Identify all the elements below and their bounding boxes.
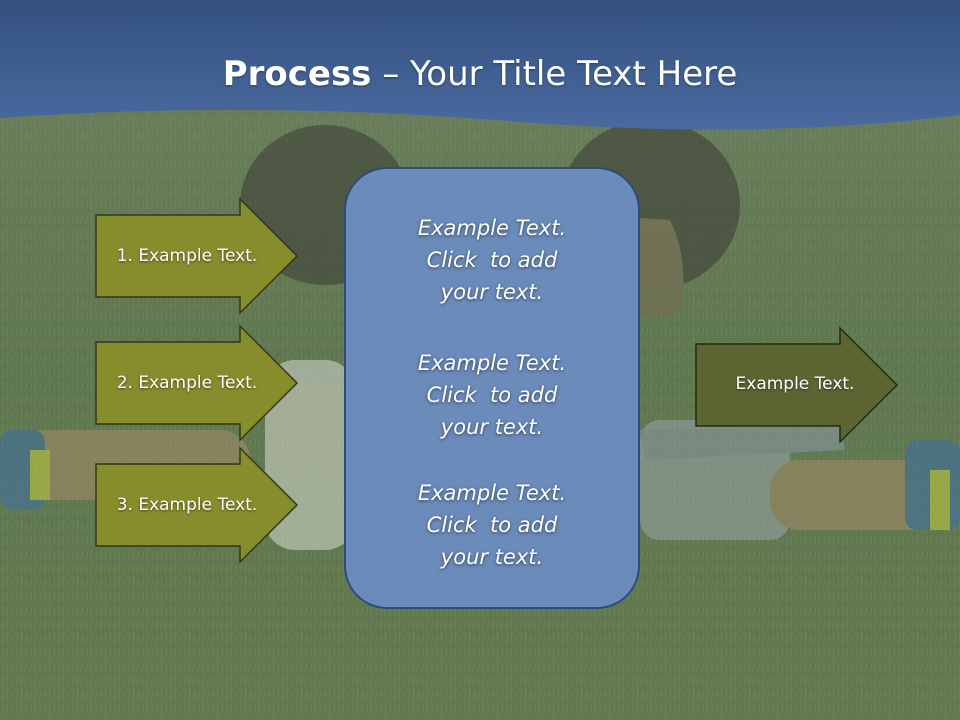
center-text-line: Click to add (426, 383, 558, 407)
input-label-1[interactable]: 1. Example Text. (116, 246, 258, 266)
center-text-line: your text. (440, 545, 544, 569)
center-text-block-3[interactable]: Example Text. Click to add your text. (346, 477, 638, 573)
center-text-line: Example Text. (417, 481, 567, 505)
input-arrow-2 (95, 324, 299, 442)
center-text-line: Click to add (426, 248, 558, 272)
center-text-line: Example Text. (417, 351, 567, 375)
output-arrow (695, 326, 899, 444)
title-bold: Process (222, 54, 372, 94)
output-label[interactable]: Example Text. (735, 374, 855, 394)
center-text-line: Click to add (426, 513, 558, 537)
center-text-block-1[interactable]: Example Text. Click to add your text. (346, 212, 638, 308)
input-label-3[interactable]: 3. Example Text. (116, 495, 258, 515)
input-arrow-1 (95, 197, 299, 315)
input-label-2[interactable]: 2. Example Text. (116, 373, 258, 393)
center-box-shape (344, 167, 640, 609)
center-text-line: your text. (440, 280, 544, 304)
center-text-line: your text. (440, 415, 544, 439)
center-box[interactable]: Example Text. Click to add your text. Ex… (346, 168, 638, 608)
header-band (0, 0, 960, 130)
center-text-block-2[interactable]: Example Text. Click to add your text. (346, 347, 638, 443)
center-text-line: Example Text. (417, 216, 567, 240)
page-title: Process – Your Title Text Here (0, 50, 960, 98)
input-arrow-3 (95, 446, 299, 564)
title-rest: – Your Title Text Here (371, 54, 738, 94)
